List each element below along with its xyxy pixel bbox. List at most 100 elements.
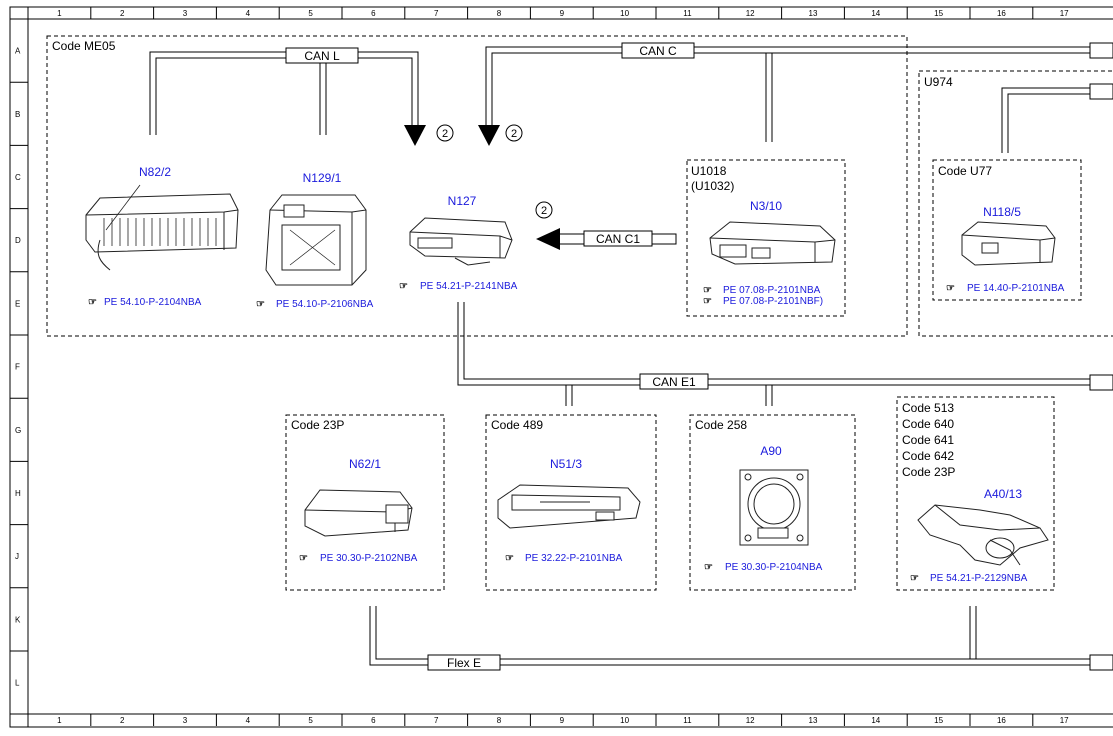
ref-n62-1: ☞ PE 30.30-P-2102NBA bbox=[299, 553, 418, 564]
bus-label-edge-2 bbox=[1089, 83, 1113, 100]
box-title-code-23p-2: Code 23P bbox=[902, 465, 955, 479]
svg-text:CAN L: CAN L bbox=[304, 49, 340, 63]
bus-label-edge-4 bbox=[1089, 654, 1113, 671]
column-label: 12 bbox=[746, 9, 755, 18]
marker-circle-1: 2 bbox=[436, 124, 454, 142]
column-label: 13 bbox=[809, 716, 818, 725]
n118-5-module-image bbox=[961, 221, 1056, 266]
arrow-down-can-c bbox=[478, 125, 500, 146]
column-label: 3 bbox=[183, 716, 188, 725]
ref-n51-3: ☞ PE 32.22-P-2101NBA bbox=[505, 553, 623, 564]
box-title-code-23p: Code 23P bbox=[291, 418, 344, 432]
row-label: C bbox=[15, 173, 21, 182]
box-title-code-642: Code 642 bbox=[902, 449, 954, 463]
label-n3-10: N3/10 bbox=[750, 199, 782, 213]
label-n51-3: N51/3 bbox=[550, 457, 582, 471]
bus-flex-e bbox=[369, 606, 1113, 666]
svg-text:PE 30.30-P-2102NBA: PE 30.30-P-2102NBA bbox=[320, 553, 418, 564]
box-title-code-489: Code 489 bbox=[491, 418, 543, 432]
ref-n127: ☞ PE 54.21-P-2141NBA bbox=[399, 281, 518, 292]
bus-can-e1 bbox=[457, 302, 1113, 406]
column-label: 1 bbox=[57, 9, 62, 18]
a40-13-unit-image bbox=[917, 504, 1049, 566]
column-label: 15 bbox=[934, 9, 943, 18]
hand-pointer-icon: ☞ bbox=[505, 553, 514, 564]
hand-pointer-icon: ☞ bbox=[256, 299, 265, 310]
row-label: D bbox=[15, 236, 21, 245]
box-title-code-513: Code 513 bbox=[902, 401, 954, 415]
marker-circle-3: 2 bbox=[535, 201, 553, 219]
box-code-23p bbox=[285, 414, 445, 591]
column-label: 6 bbox=[371, 9, 376, 18]
column-label: 14 bbox=[871, 716, 880, 725]
ref-a40-13: ☞ PE 54.21-P-2129NBA bbox=[910, 573, 1028, 584]
row-label: B bbox=[15, 110, 20, 119]
bus-label-can-l: CAN L bbox=[285, 47, 359, 64]
column-label: 6 bbox=[371, 716, 376, 725]
box-title-code-641: Code 641 bbox=[902, 433, 954, 447]
hand-pointer-icon: ☞ bbox=[703, 285, 712, 296]
column-label: 15 bbox=[934, 716, 943, 725]
svg-text:2: 2 bbox=[442, 128, 448, 140]
box-code-258 bbox=[689, 414, 856, 591]
column-label: 12 bbox=[746, 716, 755, 725]
row-label: L bbox=[15, 679, 20, 688]
svg-text:2: 2 bbox=[511, 128, 517, 140]
column-label: 17 bbox=[1060, 716, 1069, 725]
svg-text:PE 54.21-P-2141NBA: PE 54.21-P-2141NBA bbox=[420, 281, 518, 292]
hand-pointer-icon: ☞ bbox=[704, 562, 713, 573]
n129-1-module-image bbox=[265, 194, 367, 286]
bus-label-edge-3 bbox=[1089, 374, 1113, 391]
column-label: 4 bbox=[246, 9, 251, 18]
hand-pointer-icon: ☞ bbox=[88, 297, 97, 308]
marker-circle-2: 2 bbox=[505, 124, 523, 142]
column-label: 9 bbox=[560, 9, 565, 18]
box-title-u1018: U1018 bbox=[691, 164, 727, 178]
column-label: 10 bbox=[620, 9, 629, 18]
row-label: K bbox=[15, 615, 21, 624]
ref-n118-5: ☞ PE 14.40-P-2101NBA bbox=[946, 283, 1065, 294]
column-ruler: 1122334455667788991010111112121313141415… bbox=[27, 7, 1069, 726]
row-label: F bbox=[15, 363, 20, 372]
label-n118-5: N118/5 bbox=[983, 205, 1021, 219]
svg-text:PE 07.08-P-2101NBF): PE 07.08-P-2101NBF) bbox=[723, 296, 823, 307]
box-code-me05 bbox=[46, 35, 908, 337]
svg-text:PE 32.22-P-2101NBA: PE 32.22-P-2101NBA bbox=[525, 553, 623, 564]
label-n82-2: N82/2 bbox=[139, 165, 171, 179]
column-label: 4 bbox=[246, 716, 251, 725]
svg-text:2: 2 bbox=[541, 205, 547, 217]
column-label: 2 bbox=[120, 716, 125, 725]
column-label: 5 bbox=[308, 9, 313, 18]
column-label: 9 bbox=[560, 716, 565, 725]
box-u1018 bbox=[686, 159, 846, 317]
arrow-left-can-c1 bbox=[536, 228, 560, 250]
box-title-me05: Code ME05 bbox=[52, 39, 116, 53]
row-label: A bbox=[15, 47, 21, 56]
svg-text:PE 54.21-P-2129NBA: PE 54.21-P-2129NBA bbox=[930, 573, 1028, 584]
box-title-code-258: Code 258 bbox=[695, 418, 747, 432]
bus-can-l bbox=[149, 51, 419, 135]
column-label: 16 bbox=[997, 9, 1006, 18]
hand-pointer-icon: ☞ bbox=[399, 281, 408, 292]
row-label: J bbox=[15, 552, 19, 561]
label-n127: N127 bbox=[448, 194, 477, 208]
svg-text:CAN C1: CAN C1 bbox=[596, 232, 640, 246]
column-label: 14 bbox=[871, 9, 880, 18]
column-label: 11 bbox=[683, 716, 692, 725]
label-n62-1: N62/1 bbox=[349, 457, 381, 471]
box-code-u77 bbox=[932, 159, 1082, 301]
column-label: 11 bbox=[683, 9, 692, 18]
bus-label-flex-e: Flex E bbox=[427, 654, 501, 671]
label-a40-13: A40/13 bbox=[984, 487, 1022, 501]
bus-label-can-c: CAN C bbox=[621, 42, 695, 59]
diagram-frame bbox=[9, 6, 1113, 728]
ref-n129-1: ☞ PE 54.10-P-2106NBA bbox=[256, 299, 374, 310]
ref-n3-10-a: ☞ PE 07.08-P-2101NBA bbox=[703, 285, 821, 296]
row-label: H bbox=[15, 489, 21, 498]
column-label: 8 bbox=[497, 9, 502, 18]
column-label: 13 bbox=[809, 9, 818, 18]
svg-text:PE 30.30-P-2104NBA: PE 30.30-P-2104NBA bbox=[725, 562, 823, 573]
column-label: 2 bbox=[120, 9, 125, 18]
box-title-code-640: Code 640 bbox=[902, 417, 954, 431]
